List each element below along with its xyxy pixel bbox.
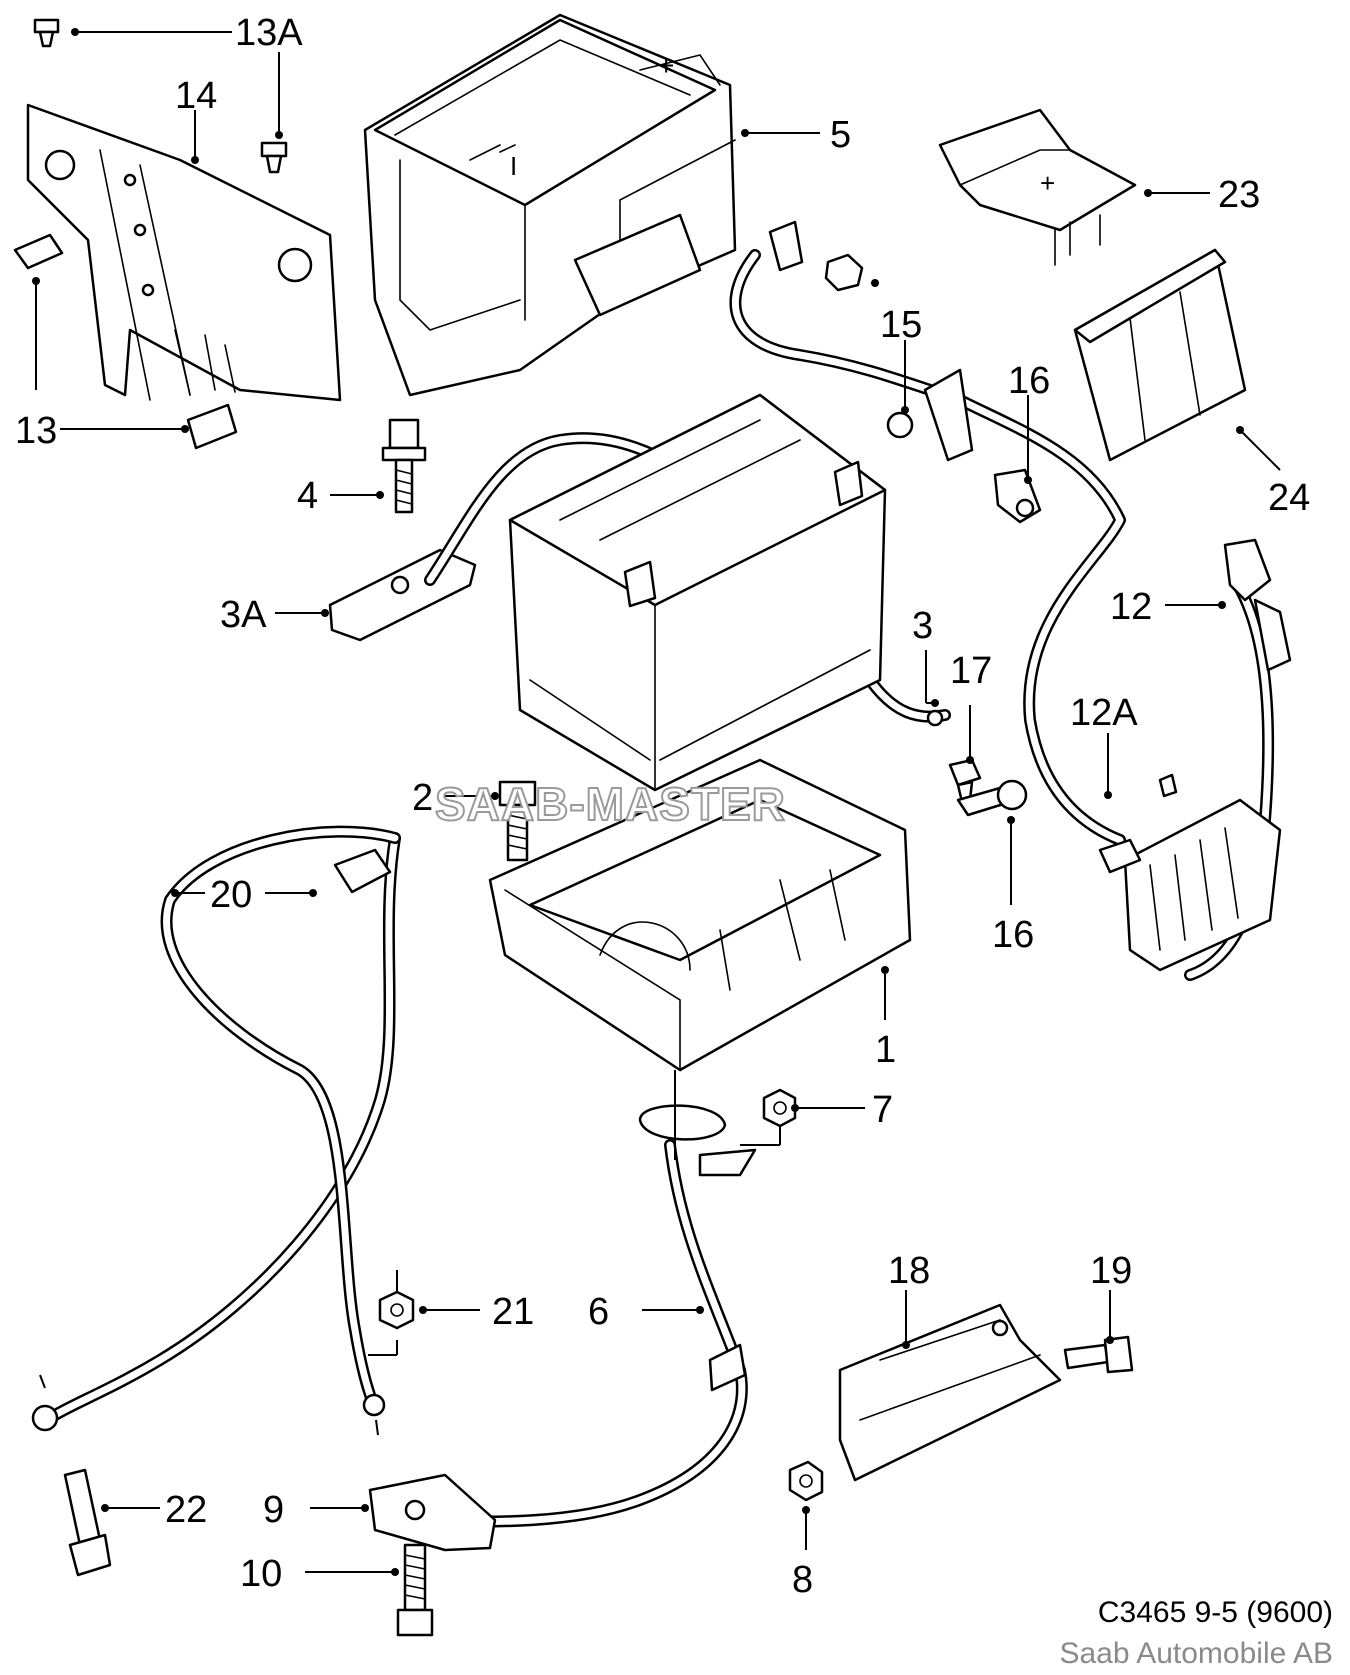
lug-part-9 [368,1473,497,1552]
svg-text:+: + [1040,168,1055,198]
screw-13A [260,141,288,174]
battery-tray-part-1 [488,758,912,1072]
bolt-part-22 [63,1468,112,1577]
nut-part-21 [378,1290,415,1330]
clip-16-lower [956,779,1028,817]
heat-shield-part-14 [26,103,342,402]
callout-3: 3 [912,605,933,647]
fusebox-part-12A [1098,773,1282,972]
terminal-cover-part-23: + [938,108,1137,266]
callout-23: 23 [1218,174,1260,216]
bracket-part-18 [838,1303,1062,1482]
callout-22: 22 [165,1489,207,1531]
callout-17: 17 [950,650,992,692]
callout-9: 9 [263,1489,284,1531]
bolt-part-19 [1063,1335,1134,1374]
callout-21: 21 [492,1291,534,1333]
clip-13 [186,403,238,450]
fusebox-cover-part-24 [1073,248,1247,462]
cable-part-15 [729,220,1126,846]
callout-8: 8 [792,1559,813,1601]
nut-part-8 [788,1460,824,1502]
callout-13A-top: 13A [235,12,303,54]
callout-13: 13 [15,410,57,452]
nut-part-7 [762,1088,797,1128]
callout-2: 2 [412,777,433,819]
leader-lines [32,28,1281,1576]
svg-text:I: I [510,151,517,181]
watermark: SAAB-MASTER [435,778,786,830]
screw-13A-top [33,18,60,48]
nut-15 [824,253,864,292]
cable-part-20 [31,825,401,1432]
callout-1: 1 [875,1029,896,1071]
callout-12A: 12A [1070,692,1138,734]
callout-24: 24 [1268,477,1310,519]
callout-20: 20 [210,874,252,916]
callout-4: 4 [297,475,318,517]
clip-13-left [13,233,64,270]
callout-10: 10 [240,1553,282,1595]
callout-14: 14 [175,75,217,117]
hold-down-clamp-part-3A [328,548,477,642]
callout-12: 12 [1110,586,1152,628]
company-credit: Saab Automobile AB [1059,1637,1333,1670]
callout-19: 19 [1090,1250,1132,1292]
callout-labels: 13A 14 5 23 15 16 24 13 4 3A 3 12 17 12A… [15,12,1310,1601]
callout-16-top: 16 [1008,360,1050,402]
callout-7: 7 [872,1089,893,1131]
callout-16-lower: 16 [992,914,1034,956]
svg-text:+: + [658,50,674,81]
callout-6: 6 [588,1291,609,1333]
battery [508,393,887,792]
bolt-part-4 [381,418,427,514]
bolt-part-2 [498,780,537,862]
bolt-part-10 [396,1543,434,1637]
callout-3A: 3A [220,594,267,636]
clip-16-top [993,468,1042,524]
battery-cover-part-5: + I [363,13,737,397]
callout-5: 5 [830,114,851,156]
drawing-code: C3465 9-5 (9600) [1098,1596,1333,1629]
callout-15: 15 [880,304,922,346]
callout-18: 18 [888,1250,930,1292]
